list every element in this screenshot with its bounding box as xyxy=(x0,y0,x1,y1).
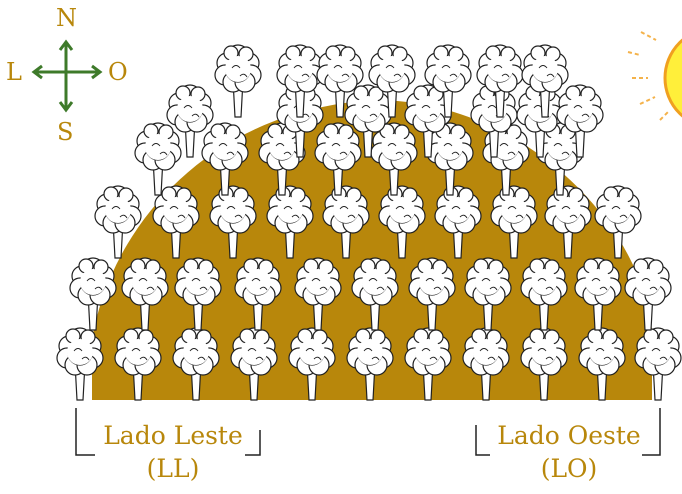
tree-icon xyxy=(464,257,512,331)
compass-south-label: S xyxy=(57,118,74,146)
compass-rose-icon xyxy=(31,39,103,113)
tree-icon xyxy=(152,185,200,259)
tree-icon xyxy=(288,327,336,401)
compass-west-label: O xyxy=(108,58,128,86)
tree-icon xyxy=(276,44,324,118)
tree-icon xyxy=(404,327,452,401)
tree-icon xyxy=(266,185,314,259)
tree-icon xyxy=(424,44,472,118)
tree-icon xyxy=(578,327,626,401)
tree-icon xyxy=(634,327,682,401)
tree-icon xyxy=(346,327,394,401)
tree-icon xyxy=(624,257,672,331)
sun-icon xyxy=(627,31,682,121)
west-side-label: Lado Oeste (LO) xyxy=(484,420,654,485)
tree-icon xyxy=(368,44,416,118)
tree-icon xyxy=(476,44,524,118)
tree-icon xyxy=(201,122,249,196)
tree-icon xyxy=(174,257,222,331)
tree-icon xyxy=(69,257,117,331)
tree-icon xyxy=(121,257,169,331)
tree-icon xyxy=(134,122,182,196)
east-side-label: Lado Leste (LL) xyxy=(88,420,258,485)
ground-mound xyxy=(92,100,652,400)
tree-icon xyxy=(378,185,426,259)
tree-icon xyxy=(56,327,104,401)
east-side-name: Lado Leste xyxy=(103,421,243,450)
tree-icon xyxy=(234,257,282,331)
compass-north-label: N xyxy=(56,4,77,32)
tree-icon xyxy=(172,327,220,401)
west-side-abbr: (LO) xyxy=(540,453,598,483)
tree-icon xyxy=(316,44,364,118)
tree-icon xyxy=(209,185,257,259)
tree-icon xyxy=(426,122,474,196)
tree-icon xyxy=(94,185,142,259)
tree-icon xyxy=(520,327,568,401)
tree-icon xyxy=(344,84,392,158)
east-side-abbr: (LL) xyxy=(146,453,200,483)
tree-icon xyxy=(408,257,456,331)
compass-east-label: L xyxy=(6,58,22,86)
tree-icon xyxy=(521,44,569,118)
west-side-name: Lado Oeste xyxy=(497,421,641,450)
tree-icon xyxy=(294,257,342,331)
tree-icon xyxy=(462,327,510,401)
tree-icon xyxy=(574,257,622,331)
tree-rows xyxy=(56,44,682,401)
east-side-bracket xyxy=(75,408,261,456)
tree-icon xyxy=(314,122,362,196)
tree-icon xyxy=(114,327,162,401)
tree-icon xyxy=(351,257,399,331)
tree-icon xyxy=(214,44,262,118)
tree-icon xyxy=(594,185,642,259)
west-side-bracket xyxy=(475,408,661,456)
tree-icon xyxy=(166,84,214,158)
tree-icon xyxy=(370,122,418,196)
tree-icon xyxy=(230,327,278,401)
tree-icon xyxy=(520,257,568,331)
tree-icon xyxy=(556,84,604,158)
